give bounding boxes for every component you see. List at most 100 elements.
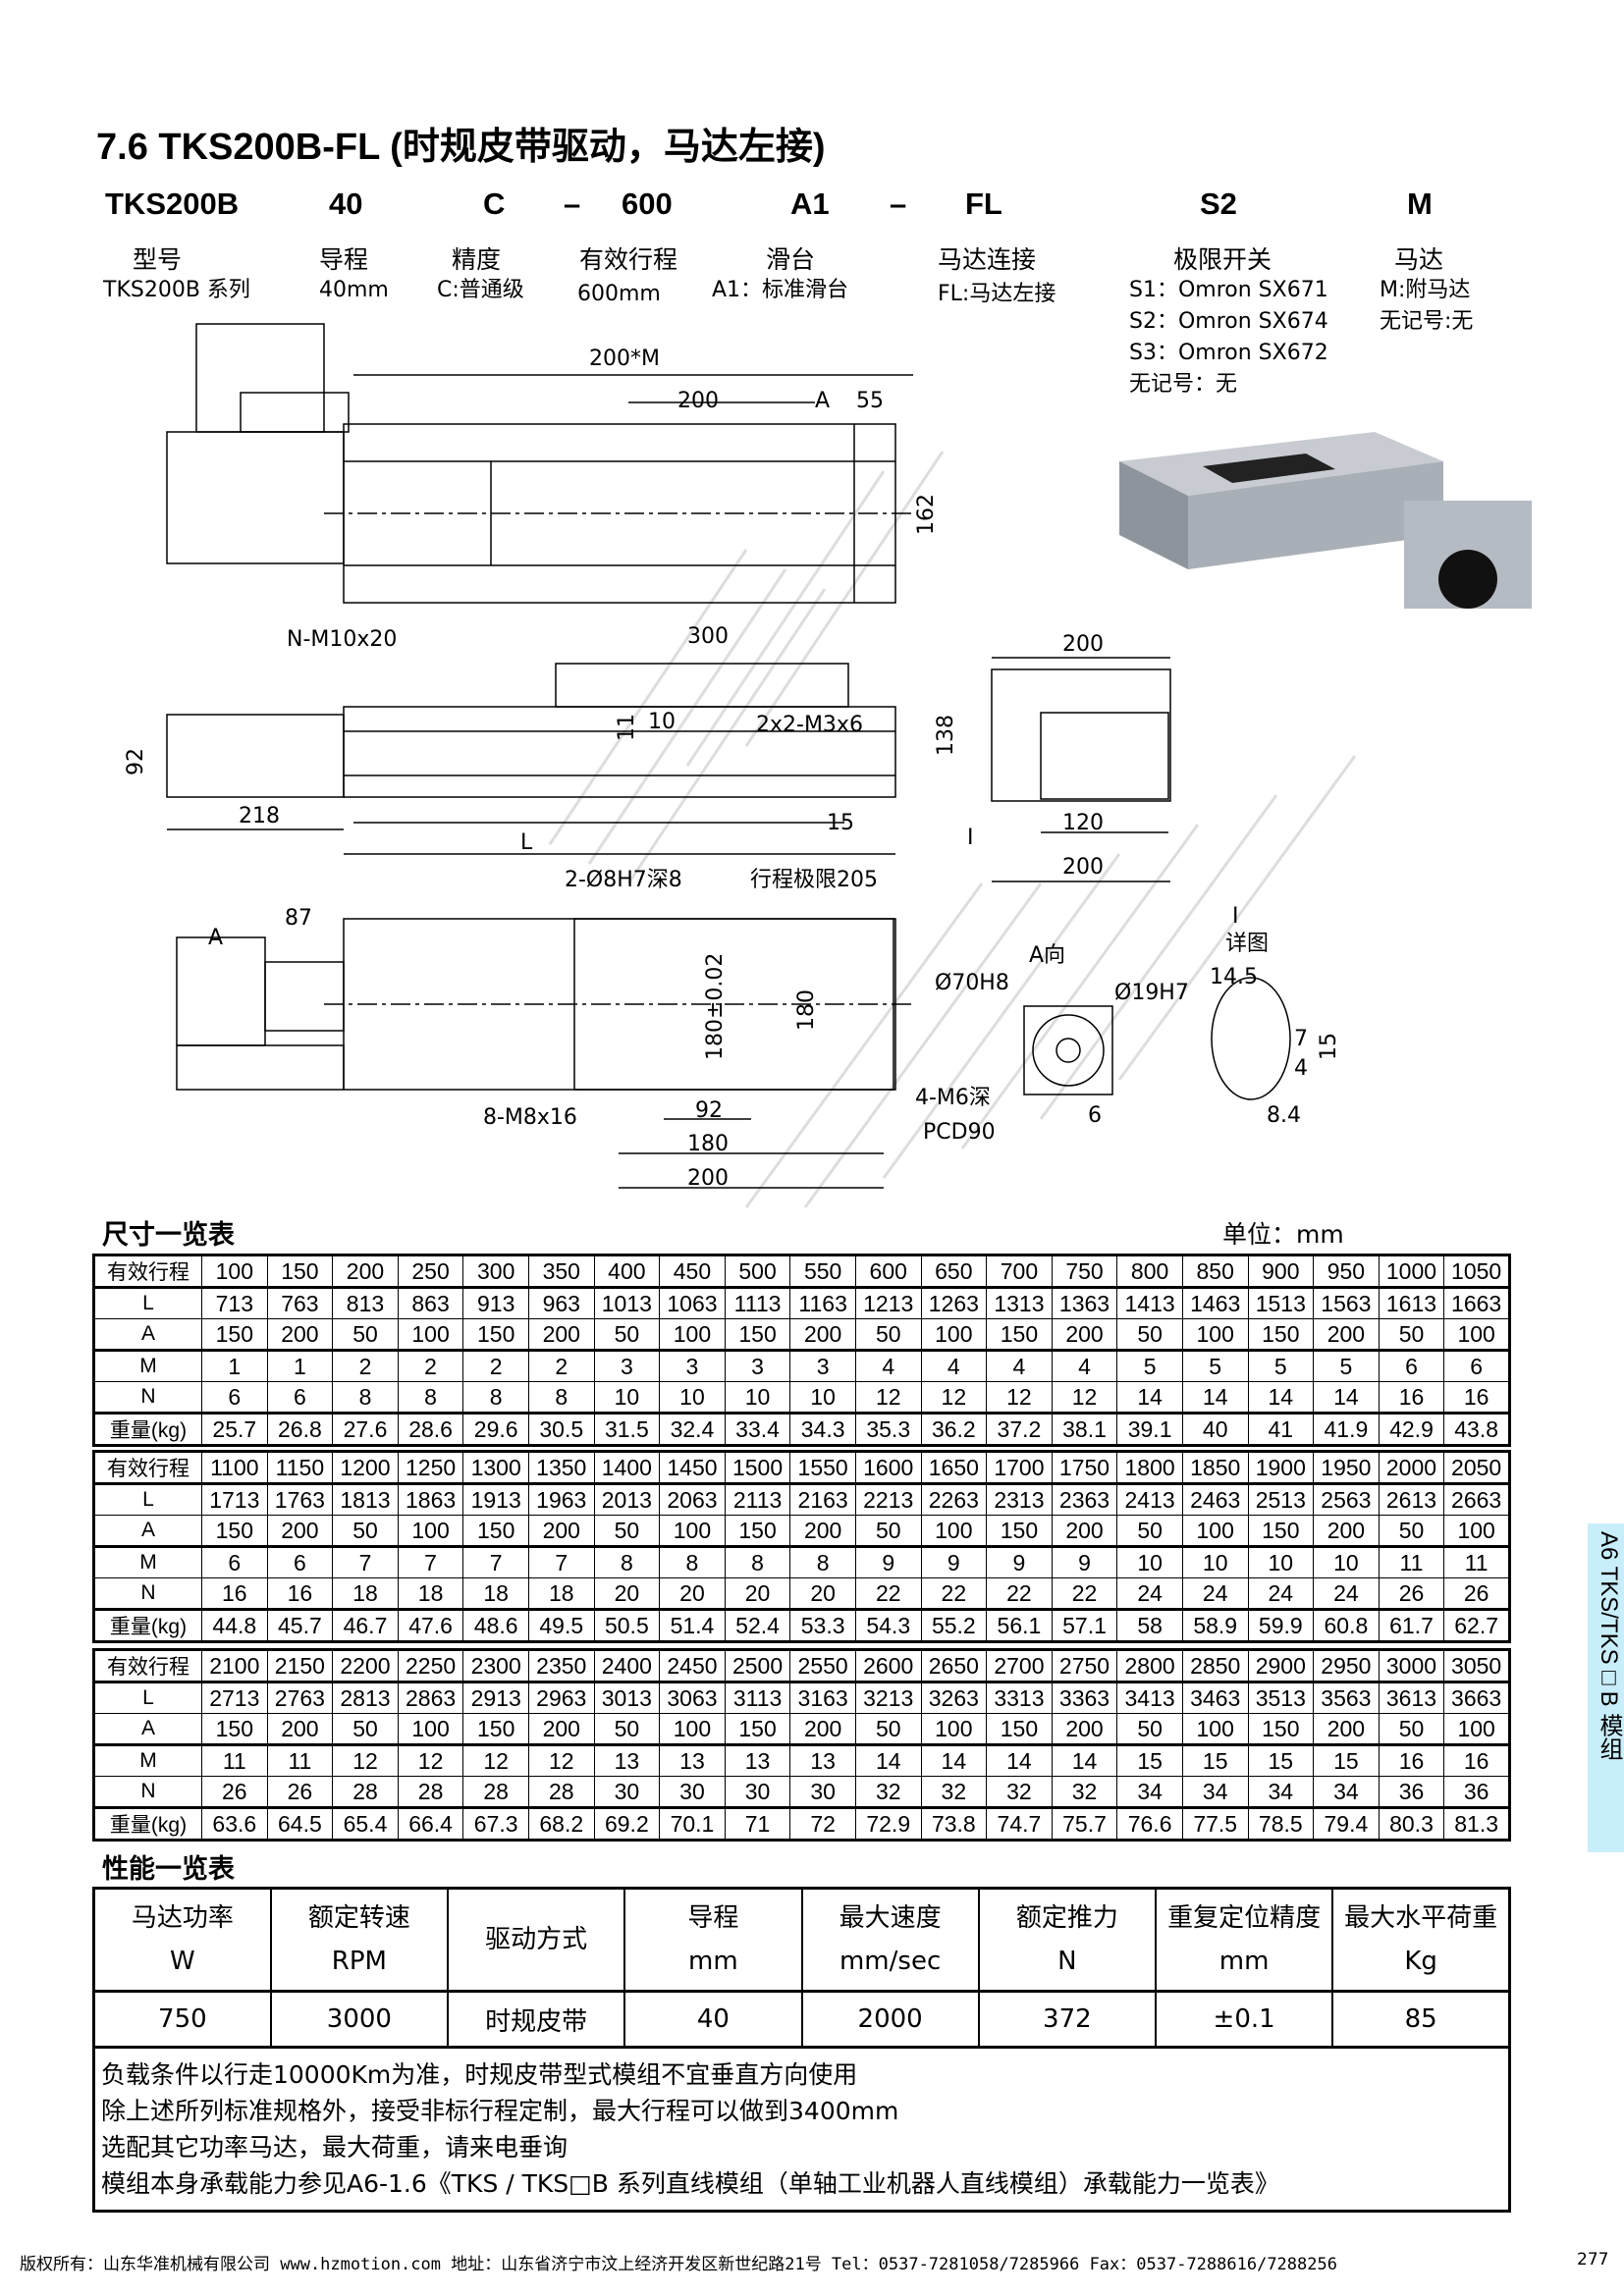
table-cell: 1763 xyxy=(266,1483,334,1516)
model-code-part: M xyxy=(1407,187,1433,221)
table-cell: 100 xyxy=(1443,1318,1510,1352)
model-code-part: – xyxy=(890,187,907,221)
table-cell: 750 xyxy=(1051,1255,1118,1289)
table-cell: 863 xyxy=(397,1287,464,1319)
row-label: N xyxy=(93,1577,202,1611)
row-label: L xyxy=(93,1483,202,1516)
table-cell: 14 xyxy=(1181,1381,1249,1415)
section-side-tab[interactable]: A6 TKS/TKS□B 模组 xyxy=(1588,1523,1624,1852)
field-description: 40mm xyxy=(319,278,389,302)
table-cell: 1 xyxy=(201,1350,268,1382)
table-cell: 76.6 xyxy=(1116,1807,1183,1841)
table-cell: 2400 xyxy=(593,1649,661,1683)
perf-header-name: 最大速度 xyxy=(839,1903,942,1933)
table-cell: 14 xyxy=(986,1744,1053,1777)
table-cell: 2100 xyxy=(201,1649,268,1683)
dimension-label-stroke205: 行程极限205 xyxy=(750,868,878,892)
table-cell: 12 xyxy=(920,1381,988,1415)
dimension-label-d180: 180 xyxy=(794,989,819,1031)
row-label: 重量(kg) xyxy=(93,1807,202,1841)
table-cell: 1950 xyxy=(1313,1451,1380,1485)
table-cell: 61.7 xyxy=(1378,1609,1445,1642)
table-cell: 11 xyxy=(266,1744,334,1777)
row-label: M xyxy=(93,1546,202,1578)
table-cell: 450 xyxy=(659,1255,726,1289)
table-cell: 10 xyxy=(789,1381,856,1415)
table-cell: 58 xyxy=(1116,1609,1183,1642)
dimension-label-dA: A xyxy=(815,389,830,413)
table-cell: 50 xyxy=(593,1318,661,1352)
table-cell: 50 xyxy=(1116,1713,1183,1746)
dimension-label-dI: I xyxy=(967,826,974,850)
table-cell: 41.9 xyxy=(1313,1413,1380,1446)
table-cell: 73.8 xyxy=(920,1807,988,1841)
model-code-part: C xyxy=(483,187,506,221)
model-code-part: 40 xyxy=(329,187,363,221)
table-cell: 44.8 xyxy=(201,1609,268,1642)
top-motor xyxy=(166,431,345,564)
dimension-label-m6: 4-M6深 xyxy=(915,1086,991,1110)
table-cell: 15 xyxy=(1313,1744,1380,1777)
table-cell: 2813 xyxy=(332,1682,399,1714)
field-description: 无记号：无 xyxy=(1129,372,1238,397)
dimension-label-dL: L xyxy=(520,830,533,855)
table-cell: 3 xyxy=(593,1350,661,1382)
table-cell: 28 xyxy=(462,1776,529,1809)
table-cell: 3513 xyxy=(1247,1682,1315,1714)
table-cell: 150 xyxy=(986,1515,1053,1548)
table-cell: 2 xyxy=(397,1350,464,1382)
table-cell: 5 xyxy=(1247,1350,1315,1382)
table-cell: 51.4 xyxy=(659,1609,726,1642)
table-cell: 7 xyxy=(527,1546,595,1578)
field-label: 精度 xyxy=(452,245,502,274)
table-cell: 650 xyxy=(920,1255,988,1289)
table-cell: 300 xyxy=(462,1255,529,1289)
perf-header-unit: mm/sec xyxy=(839,1947,942,1976)
slide-block xyxy=(555,663,849,708)
table-cell: 3263 xyxy=(920,1682,988,1714)
table-cell: 100 xyxy=(920,1515,988,1548)
table-cell: 1200 xyxy=(332,1451,399,1485)
field-description: S3：Omron SX672 xyxy=(1129,341,1328,365)
table-cell: 1013 xyxy=(593,1287,661,1319)
table-cell: 2900 xyxy=(1247,1649,1315,1683)
table-cell: 8 xyxy=(593,1546,661,1578)
table-cell: 34 xyxy=(1247,1776,1315,1809)
table-cell: 100 xyxy=(1181,1713,1249,1746)
perf-header-unit: Kg xyxy=(1404,1947,1437,1976)
table-cell: 1400 xyxy=(593,1451,661,1485)
table-cell: 2950 xyxy=(1313,1649,1380,1683)
table-cell: 950 xyxy=(1313,1255,1380,1289)
dimension-label-m3: 2x2-M3x6 xyxy=(756,713,863,737)
perf-header-unit: N xyxy=(1057,1947,1077,1976)
table-cell: 3113 xyxy=(724,1682,791,1714)
table-cell: 14 xyxy=(920,1744,988,1777)
table-cell: 28 xyxy=(527,1776,595,1809)
table-cell: 1700 xyxy=(986,1451,1053,1485)
table-cell: 49.5 xyxy=(527,1609,595,1642)
perf-value: ±0.1 xyxy=(1154,1990,1334,2049)
table-cell: 3013 xyxy=(593,1682,661,1714)
table-cell: 150 xyxy=(986,1713,1053,1746)
table-cell: 26 xyxy=(266,1776,334,1809)
table-cell: 24 xyxy=(1247,1577,1315,1611)
table-cell: 30 xyxy=(724,1776,791,1809)
table-cell: 2 xyxy=(332,1350,399,1382)
table-cell: 2013 xyxy=(593,1483,661,1516)
table-cell: 52.4 xyxy=(724,1609,791,1642)
table-cell: 43.8 xyxy=(1443,1413,1510,1446)
table-cell: 50 xyxy=(1378,1515,1445,1548)
table-cell: 6 xyxy=(266,1381,334,1415)
table-cell: 11 xyxy=(201,1744,268,1777)
table-cell: 50 xyxy=(1378,1713,1445,1746)
model-code-part: S2 xyxy=(1200,187,1237,221)
perf-header-name: 额定转速 xyxy=(307,1903,410,1933)
table-cell: 48.6 xyxy=(462,1609,529,1642)
